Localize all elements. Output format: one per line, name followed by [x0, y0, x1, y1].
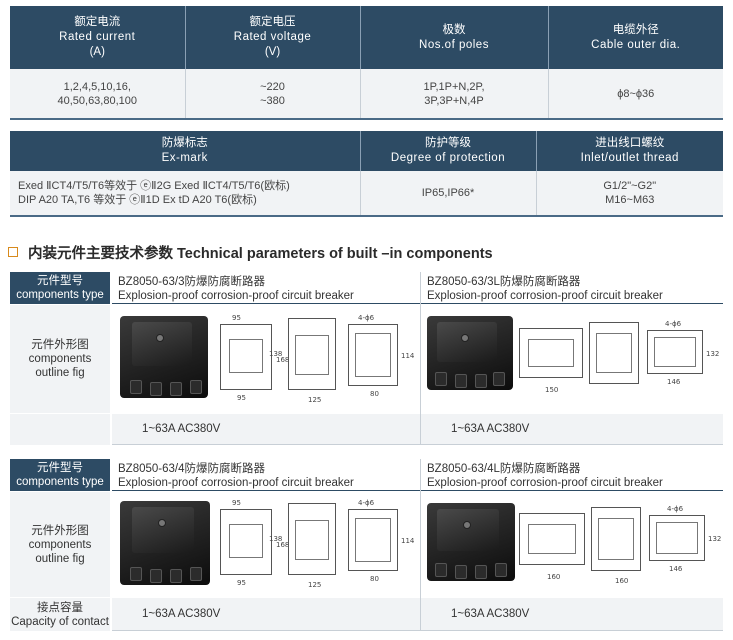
section-title: 内装元件主要技术参数 Technical parameters of built…: [8, 243, 493, 262]
front-view-drawing-4: [519, 513, 585, 565]
enclosure-photo-3: [120, 501, 210, 585]
mount-view-drawing-1: [348, 324, 398, 386]
side-view-drawing-2: [589, 322, 639, 384]
front-view-drawing-1: [220, 324, 272, 390]
value-thread: G1/2"~G2"M16~M63: [536, 171, 723, 217]
mount-view-drawing-3: [348, 509, 398, 571]
value-cable-dia: ϕ8~ϕ36: [548, 69, 723, 120]
enclosure-photo-1: [120, 316, 208, 398]
rating-3: 1~63A AC380V: [112, 598, 420, 631]
mount-view-drawing-2: [647, 330, 703, 374]
value-rated-current: 1,2,4,5,10,16,40,50,63,80,100: [10, 69, 186, 120]
label-blank-1: [10, 414, 110, 445]
front-view-drawing-3: [220, 509, 272, 575]
side-view-drawing-4: [591, 507, 641, 571]
enclosure-photo-4: [427, 503, 515, 581]
front-view-drawing-2: [519, 328, 583, 378]
side-view-drawing-3: [288, 503, 336, 575]
outline-figure-1: 95 138 168 95 125 4-ϕ6 114 80: [112, 306, 420, 413]
outline-figure-4: 160 132 4-ϕ6 146 160: [421, 493, 723, 597]
section-title-text: 内装元件主要技术参数 Technical parameters of built…: [28, 245, 493, 262]
value-ex-mark: Exed ⅡCT4/T5/T6等效于 ⓔⅡ2G Exed ⅡCT4/T5/T6(…: [10, 171, 361, 217]
enclosure-photo-2: [427, 316, 513, 390]
bullet-square-icon: [8, 247, 18, 257]
column-divider-2: [420, 459, 421, 631]
outline-figure-2: 150 132 4-ϕ6 146: [421, 306, 723, 413]
rating-4: 1~63A AC380V: [421, 598, 723, 631]
value-protection: IP65,IP66*: [360, 171, 537, 217]
side-view-drawing-1: [288, 318, 336, 390]
mount-view-drawing-4: [649, 515, 705, 561]
outline-figure-3: 95 138 168 95 125 4-ϕ6 114 80: [112, 493, 420, 597]
rating-2: 1~63A AC380V: [421, 414, 723, 445]
rating-1: 1~63A AC380V: [112, 414, 420, 445]
value-rated-voltage: ~220~380: [185, 69, 361, 120]
value-poles: 1P,1P+N,2P,3P,3P+N,4P: [360, 69, 549, 120]
column-divider: [420, 272, 421, 445]
